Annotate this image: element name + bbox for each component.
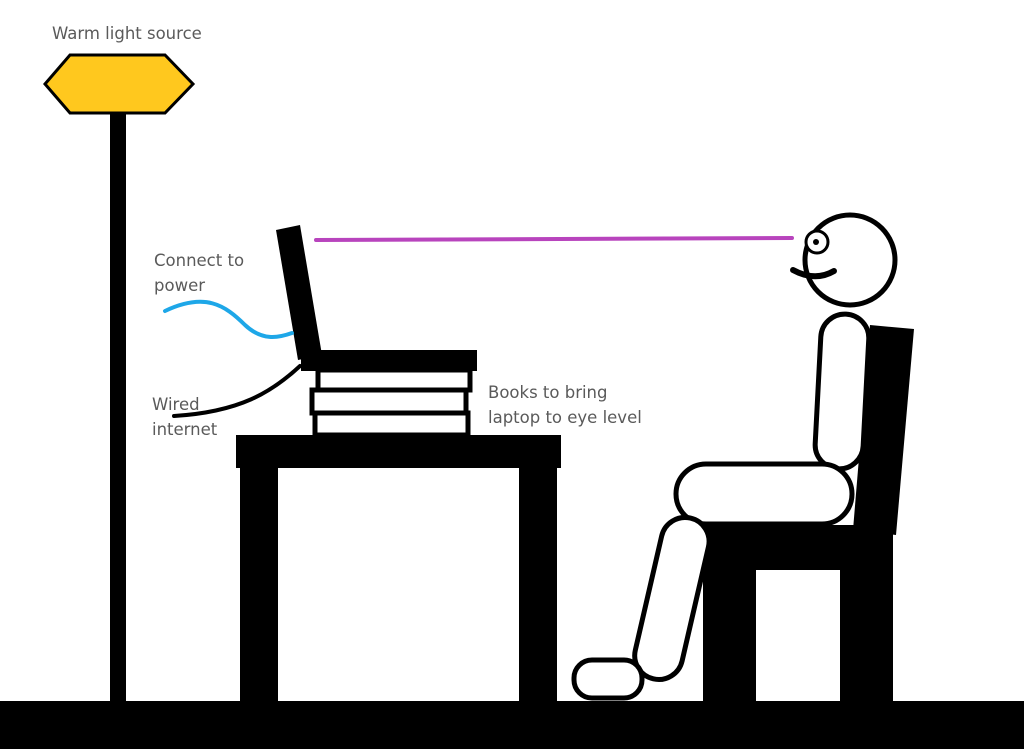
internet-cable bbox=[172, 364, 302, 418]
lamp-pole bbox=[110, 112, 126, 702]
person bbox=[571, 212, 898, 701]
torso bbox=[812, 311, 872, 472]
sight-line bbox=[314, 236, 794, 242]
head bbox=[802, 212, 898, 308]
mouth bbox=[790, 267, 837, 280]
label-line: power bbox=[154, 276, 205, 295]
desk-top bbox=[236, 435, 561, 468]
shin bbox=[632, 514, 712, 682]
label-line: Wired bbox=[152, 395, 200, 414]
desk-leg-left bbox=[240, 466, 278, 702]
book-top bbox=[315, 367, 473, 393]
label-line: laptop to eye level bbox=[488, 408, 642, 427]
desk-leg-right bbox=[519, 466, 557, 702]
label-connect-to-power: Connect to power bbox=[154, 248, 244, 298]
label-line: Connect to bbox=[154, 251, 245, 270]
chair-leg-back bbox=[840, 568, 893, 702]
chair-leg-front bbox=[703, 568, 756, 702]
label-line: Books to bring bbox=[488, 383, 608, 402]
chair-seat bbox=[703, 525, 893, 570]
foot bbox=[571, 657, 645, 701]
pupil bbox=[813, 239, 819, 245]
power-cable bbox=[163, 299, 294, 339]
label-wired-internet: Wired internet bbox=[152, 392, 217, 442]
laptop-screen bbox=[276, 225, 322, 360]
book-bottom bbox=[312, 410, 471, 438]
thigh bbox=[673, 461, 855, 527]
book-middle bbox=[309, 387, 469, 416]
lamp-shade bbox=[43, 53, 196, 115]
floor bbox=[0, 701, 1024, 749]
label-books: Books to bring laptop to eye level bbox=[488, 380, 642, 430]
label-warm-light-source: Warm light source bbox=[52, 24, 202, 43]
laptop-base bbox=[301, 350, 477, 371]
label-line: internet bbox=[152, 420, 218, 439]
